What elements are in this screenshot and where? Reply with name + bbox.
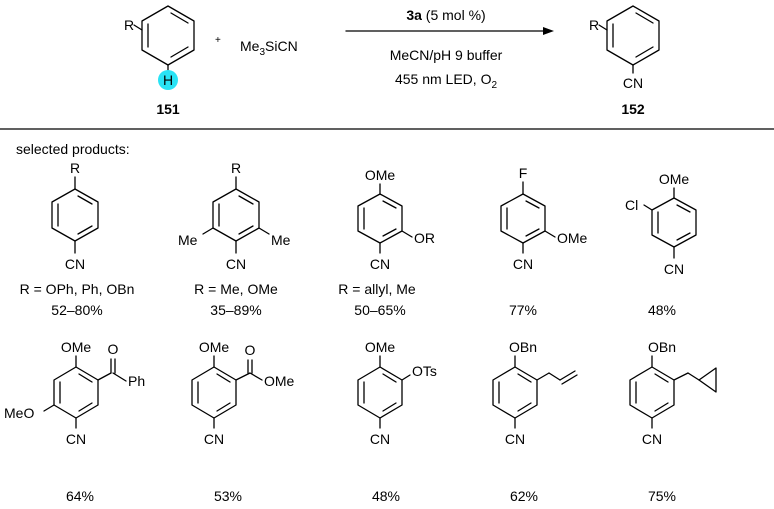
svg-text:Me: Me <box>271 232 291 248</box>
product-yield: 48% <box>648 302 676 318</box>
product-yield: 53% <box>214 488 242 504</box>
product-yield: 62% <box>510 488 538 504</box>
svg-text:F: F <box>519 165 528 181</box>
product-152: R CN 152 <box>589 5 660 117</box>
r-substituent-label: R <box>124 17 134 33</box>
svg-text:OMe: OMe <box>61 339 92 355</box>
section-label: selected products: <box>16 141 130 157</box>
svg-text:OBn: OBn <box>648 339 676 355</box>
svg-text:Cl: Cl <box>625 197 638 213</box>
svg-text:Me: Me <box>178 232 198 248</box>
reactant-151: R H 151 <box>124 5 195 117</box>
svg-text:O: O <box>245 342 256 358</box>
compound-number-151: 151 <box>156 101 180 117</box>
product-yield: 64% <box>66 488 94 504</box>
svg-text:CN: CN <box>513 256 533 272</box>
svg-text:CN: CN <box>505 431 525 447</box>
highlighted-hydrogen <box>158 70 178 90</box>
product-caption: R = allyl, Me <box>338 281 416 297</box>
product-yield: 50–65% <box>354 302 405 318</box>
svg-text:CN: CN <box>66 431 86 447</box>
product-yield: 75% <box>648 488 676 504</box>
svg-text:OBn: OBn <box>509 339 537 355</box>
compound-number-152: 152 <box>621 101 645 117</box>
svg-text:OMe: OMe <box>365 339 396 355</box>
reagent-tmscn: Me3SiCN <box>240 38 298 58</box>
svg-text:OMe: OMe <box>659 171 690 187</box>
reaction-arrow <box>345 27 554 35</box>
product-card: OBn CN 75% <box>629 339 717 504</box>
svg-text:OMe: OMe <box>365 167 396 183</box>
conditions-light: 455 nm LED, O2 <box>395 71 498 91</box>
product-card: OMe Cl CN 48% <box>625 171 697 318</box>
product-yield: 35–89% <box>210 302 261 318</box>
svg-text:Ph: Ph <box>128 373 145 389</box>
svg-text:CN: CN <box>642 431 662 447</box>
svg-text:CN: CN <box>664 261 684 277</box>
product-yield: 77% <box>509 302 537 318</box>
conditions-solvent: MeCN/pH 9 buffer <box>390 47 503 63</box>
svg-text:R: R <box>231 160 241 176</box>
svg-text:R: R <box>70 160 80 176</box>
product-card: OBn CN 62% <box>492 339 578 504</box>
svg-text:O: O <box>108 341 119 357</box>
product-yield: 52–80% <box>51 302 102 318</box>
svg-text:CN: CN <box>370 431 390 447</box>
catalyst-label: 3a (5 mol %) <box>406 7 485 23</box>
svg-text:CN: CN <box>623 75 643 91</box>
product-card: OMe OTs CN 48% <box>357 339 437 504</box>
plus-sign: + <box>215 35 221 46</box>
svg-text:OTs: OTs <box>412 363 437 379</box>
product-card: F OMe CN 77% <box>500 165 588 318</box>
svg-text:CN: CN <box>370 256 390 272</box>
svg-text:R: R <box>589 17 599 33</box>
hydrogen-label: H <box>163 72 173 88</box>
svg-text:CN: CN <box>226 256 246 272</box>
svg-text:MeO: MeO <box>4 405 34 421</box>
product-yield: 48% <box>372 488 400 504</box>
svg-text:OMe: OMe <box>199 339 230 355</box>
product-card: R Me Me CN R = Me, OMe 35–89% <box>178 160 291 318</box>
svg-text:CN: CN <box>204 431 224 447</box>
svg-text:CN: CN <box>65 256 85 272</box>
product-caption: R = OPh, Ph, OBn <box>20 281 135 297</box>
product-card: OMe O OMe CN 53% <box>191 339 295 504</box>
svg-text:OR: OR <box>414 230 435 246</box>
product-card: R CN R = OPh, Ph, OBn 52–80% <box>20 160 135 318</box>
svg-text:OMe: OMe <box>557 230 588 246</box>
product-caption: R = Me, OMe <box>194 281 278 297</box>
product-card: OMe O Ph MeO CN 64% <box>4 339 145 504</box>
svg-text:OMe: OMe <box>264 373 295 389</box>
product-card: OMe OR CN R = allyl, Me 50–65% <box>338 167 435 318</box>
